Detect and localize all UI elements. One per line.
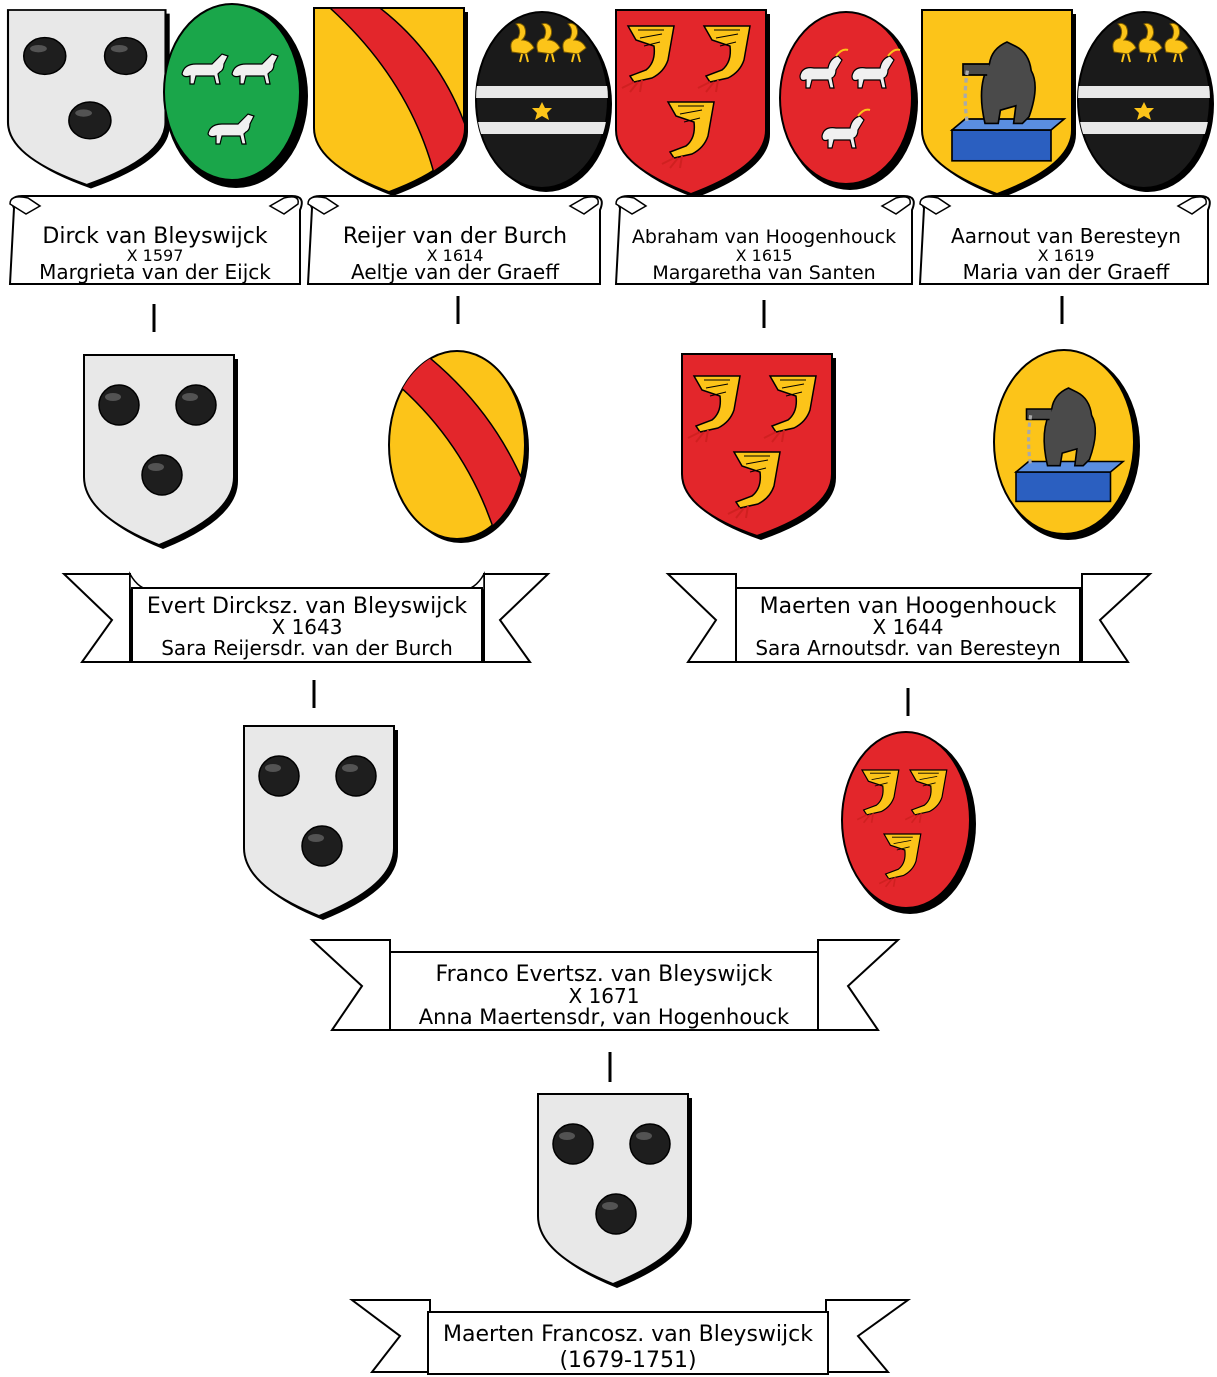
- gen1-couple-2-husband: Reijer van der Burch: [343, 224, 567, 249]
- gen4-dates: (1679-1751): [559, 1348, 696, 1373]
- label-couple-hoogenhouck-1615: Abraham van Hoogenhouck X 1615 Margareth…: [614, 195, 915, 285]
- gen1-couple-2-marriage: X 1614: [427, 246, 484, 265]
- label-couple-beresteyn-1619: Aarnout van Beresteyn X 1619 Maria van d…: [918, 195, 1211, 285]
- arms-van-hoogenhouck-claws-shield-gen1: [615, 9, 770, 198]
- label-couple-bleyswijck-1597: Dirck van Bleyswijck X 1597 Margrieta va…: [8, 195, 303, 285]
- banner-evert-van-bleyswijck-1643: Evert Dircksz. van Bleyswijck X 1643 Sar…: [61, 571, 551, 663]
- arms-bleyswijck-gen1: [8, 10, 170, 188]
- gen2-couple-1-husband: Evert Dircksz. van Bleyswijck: [147, 594, 468, 619]
- arms-van-der-graeff-herons-oval-1: [475, 11, 612, 192]
- arms-van-der-graeff-herons-oval-2: [1077, 11, 1214, 192]
- gen1-couple-2-wife: Aeltje van der Graeff: [351, 260, 560, 284]
- arms-van-hoogenhouck-claws-oval: [841, 731, 976, 914]
- arms-van-der-burch-bend-shield: [313, 7, 468, 196]
- gen3-marriage: X 1671: [569, 984, 640, 1008]
- gen1-couple-4-wife: Maria van der Graeff: [963, 260, 1171, 284]
- gen1-couple-4-husband: Aarnout van Beresteyn: [951, 224, 1181, 248]
- arms-van-hoogenhouck-claws-shield-gen2: [681, 353, 836, 540]
- arms-bleyswijck-gen2: [84, 355, 238, 549]
- gen2-couple-1-wife: Sara Reijersdr. van der Burch: [161, 636, 453, 660]
- arms-van-der-eijck-horses-oval: [163, 3, 308, 188]
- gen2-couple-2-marriage: X 1644: [873, 615, 944, 639]
- gen3-husband: Franco Evertsz. van Bleyswijck: [436, 962, 773, 987]
- gen1-couple-1-wife: Margrieta van der Eijck: [39, 260, 271, 284]
- banner-maerten-francosz-van-bleyswijck: Maerten Francosz. van Bleyswijck (1679-1…: [349, 1299, 912, 1375]
- gen3-wife: Anna Maertensdr, van Hogenhouck: [419, 1005, 790, 1029]
- arms-bleyswijck-gen4: [538, 1094, 692, 1288]
- gen4-name: Maerten Francosz. van Bleyswijck: [443, 1322, 813, 1347]
- gen2-couple-1-marriage: X 1643: [272, 615, 343, 639]
- gen1-couple-4-marriage: X 1619: [1038, 246, 1095, 265]
- arms-van-beresteyn-boar-shield: [921, 9, 1076, 198]
- arms-bleyswijck-gen3: [244, 726, 398, 920]
- banner-franco-van-bleyswijck-1671: Franco Evertsz. van Bleyswijck X 1671 An…: [309, 939, 901, 1031]
- banner-maerten-van-hoogenhouck-1644: Maerten van Hoogenhouck X 1644 Sara Arno…: [665, 573, 1153, 663]
- label-couple-burch-1614: Reijer van der Burch X 1614 Aeltje van d…: [306, 195, 603, 285]
- gen1-couple-3-husband: Abraham van Hoogenhouck: [632, 226, 896, 248]
- gen1-couple-1-marriage: X 1597: [127, 246, 184, 265]
- gen1-couple-1-husband: Dirck van Bleyswijck: [42, 224, 267, 249]
- gen1-couple-3-wife: Margaretha van Santen: [652, 262, 875, 284]
- gen2-couple-2-husband: Maerten van Hoogenhouck: [760, 594, 1057, 619]
- arms-van-santen-goats-oval: [779, 11, 918, 190]
- arms-van-der-burch-bend-oval: [388, 350, 529, 543]
- gen2-couple-2-wife: Sara Arnoutsdr. van Beresteyn: [755, 636, 1060, 660]
- gen1-couple-3-marriage: X 1615: [736, 246, 793, 265]
- arms-van-beresteyn-boar-oval: [993, 349, 1140, 540]
